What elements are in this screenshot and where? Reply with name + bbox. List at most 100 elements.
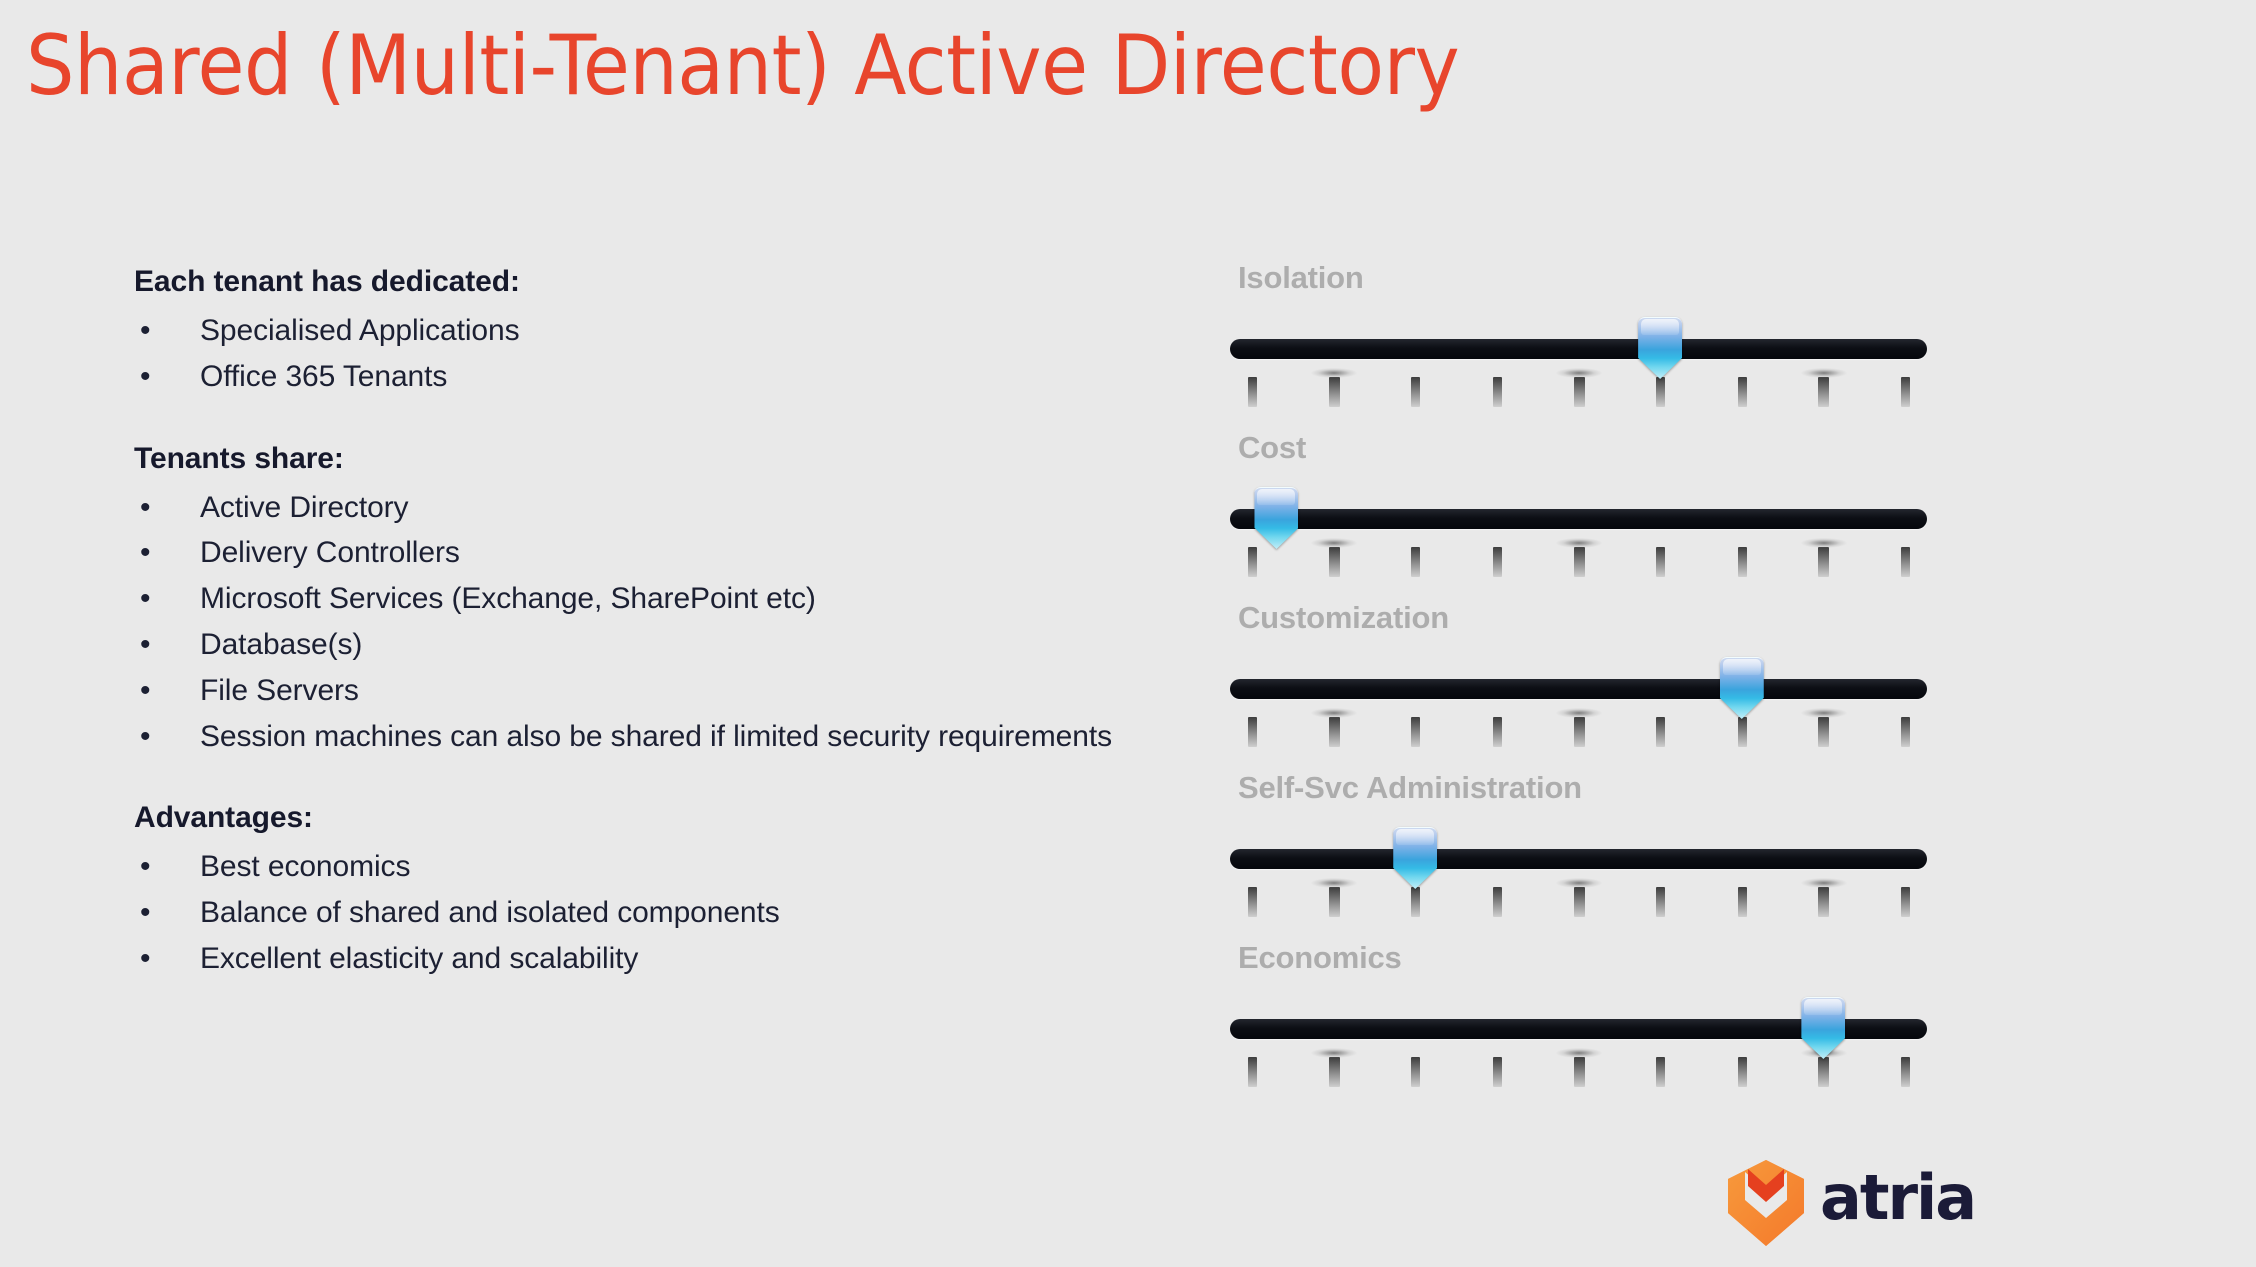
slider-tick xyxy=(1737,717,1747,747)
slider-tick xyxy=(1311,538,1358,577)
slider-tick xyxy=(1411,547,1421,577)
block-heading: Advantages: xyxy=(134,801,313,835)
bullet-icon: • xyxy=(140,673,151,707)
list-item: • Active Directory xyxy=(134,486,1144,530)
slider-tick xyxy=(1656,377,1666,407)
bullet-icon: • xyxy=(140,896,151,930)
slider-track[interactable] xyxy=(1230,679,1927,699)
list-item: • Excellent elasticity and scalability xyxy=(134,937,1144,981)
slider-tick xyxy=(1311,708,1358,747)
atria-wordmark: atria xyxy=(1820,1167,1977,1229)
slider-tick-row xyxy=(1230,708,1927,753)
content-column: Each tenant has dedicated: • Specialised… xyxy=(134,262,1144,983)
slider-tick xyxy=(1901,887,1910,917)
list-item-label: Microsoft Services (Exchange, SharePoint… xyxy=(200,582,816,616)
list-item: • Office 365 Tenants xyxy=(134,355,1144,399)
bullet-list: • Active Directory • Delivery Controller… xyxy=(134,486,1144,759)
content-block-shared: Tenants share: • Active Directory • Deli… xyxy=(134,439,1144,759)
list-item-label: Office 365 Tenants xyxy=(200,359,448,393)
bullet-list: • Best economics • Balance of shared and… xyxy=(134,845,1144,980)
bullet-icon: • xyxy=(140,627,151,661)
slider-tick xyxy=(1800,368,1847,407)
slider-label: Economics xyxy=(1238,940,1402,975)
slider-tick-row xyxy=(1230,538,1927,583)
slider-cost[interactable] xyxy=(1230,487,1940,583)
slider-tick xyxy=(1737,1057,1747,1087)
slider-tick xyxy=(1656,717,1666,747)
slider-tick xyxy=(1411,887,1421,917)
slider-group-economics: Economics xyxy=(1230,942,1940,1112)
slider-thumb[interactable] xyxy=(1801,997,1846,1059)
slider-label: Self-Svc Administration xyxy=(1238,770,1582,805)
slider-group-cost: Cost xyxy=(1230,432,1940,602)
list-item: • Specialised Applications xyxy=(134,309,1144,353)
bullet-icon: • xyxy=(140,941,151,975)
slider-thumb-body xyxy=(1393,827,1438,889)
slider-thumb[interactable] xyxy=(1719,657,1764,719)
list-item-label: Active Directory xyxy=(200,490,409,524)
atria-logo: atria xyxy=(1724,1158,1977,1248)
slider-thumb[interactable] xyxy=(1254,487,1299,549)
list-item: • Balance of shared and isolated compone… xyxy=(134,891,1144,935)
list-item-label: File Servers xyxy=(200,673,359,707)
slider-thumb[interactable] xyxy=(1638,317,1683,379)
slider-tick xyxy=(1901,547,1910,577)
bullet-icon: • xyxy=(140,719,151,753)
slider-track[interactable] xyxy=(1230,509,1927,529)
slider-track[interactable] xyxy=(1230,849,1927,869)
slider-label: Customization xyxy=(1238,600,1449,635)
list-item: • Session machines can also be shared if… xyxy=(134,715,1144,759)
slider-tick xyxy=(1556,368,1602,407)
list-item-label: Specialised Applications xyxy=(200,314,520,347)
slider-economics[interactable] xyxy=(1230,997,1940,1093)
slider-tick-row xyxy=(1230,878,1927,923)
slider-thumb-body xyxy=(1254,487,1299,549)
slider-group-self-svc-administration: Self-Svc Administration xyxy=(1230,772,1940,942)
bullet-icon: • xyxy=(140,490,151,524)
bullet-icon: • xyxy=(140,314,151,347)
slider-tick xyxy=(1737,887,1747,917)
slider-tick xyxy=(1737,547,1747,577)
slider-tick xyxy=(1901,377,1910,407)
slider-tick xyxy=(1800,1048,1847,1087)
slider-tick xyxy=(1800,538,1847,577)
page-title: Shared (Multi-Tenant) Active Directory xyxy=(26,17,1460,114)
slider-tick xyxy=(1411,377,1421,407)
list-item-label: Delivery Controllers xyxy=(200,536,460,570)
slider-thumb-body xyxy=(1638,317,1683,379)
bullet-icon: • xyxy=(140,850,151,884)
slider-group-customization: Customization xyxy=(1230,602,1940,772)
slider-tick xyxy=(1556,708,1602,747)
slider-tick xyxy=(1492,887,1502,917)
list-item: • Microsoft Services (Exchange, SharePoi… xyxy=(134,577,1144,621)
slider-isolation[interactable] xyxy=(1230,317,1940,413)
list-item-label: Session machines can also be shared if l… xyxy=(200,719,1112,753)
slider-tick xyxy=(1248,1057,1257,1087)
slider-track[interactable] xyxy=(1230,339,1927,359)
slider-track[interactable] xyxy=(1230,1019,1927,1039)
slider-tick xyxy=(1492,717,1502,747)
slider-tick xyxy=(1248,547,1257,577)
block-heading: Each tenant has dedicated: xyxy=(134,265,520,298)
slider-tick xyxy=(1492,547,1502,577)
bullet-icon: • xyxy=(140,536,151,570)
bullet-icon: • xyxy=(140,582,151,616)
slider-tick xyxy=(1492,1057,1502,1087)
bullet-icon: • xyxy=(140,359,151,393)
slider-tick xyxy=(1411,717,1421,747)
slider-tick xyxy=(1556,878,1602,917)
slider-customization[interactable] xyxy=(1230,657,1940,753)
list-item: • Delivery Controllers xyxy=(134,531,1144,575)
slider-tick xyxy=(1311,878,1358,917)
list-item: • File Servers xyxy=(134,669,1144,713)
slider-label: Cost xyxy=(1238,430,1307,465)
slider-thumb[interactable] xyxy=(1393,827,1438,889)
slider-tick xyxy=(1656,1057,1666,1087)
slider-self-svc-administration[interactable] xyxy=(1230,827,1940,923)
slider-tick xyxy=(1411,1057,1421,1087)
list-item: • Best economics xyxy=(134,845,1144,889)
atria-shield-icon xyxy=(1728,1160,1804,1246)
slider-tick-row xyxy=(1230,368,1927,413)
slider-tick xyxy=(1800,708,1847,747)
slider-thumb-body xyxy=(1801,997,1846,1059)
